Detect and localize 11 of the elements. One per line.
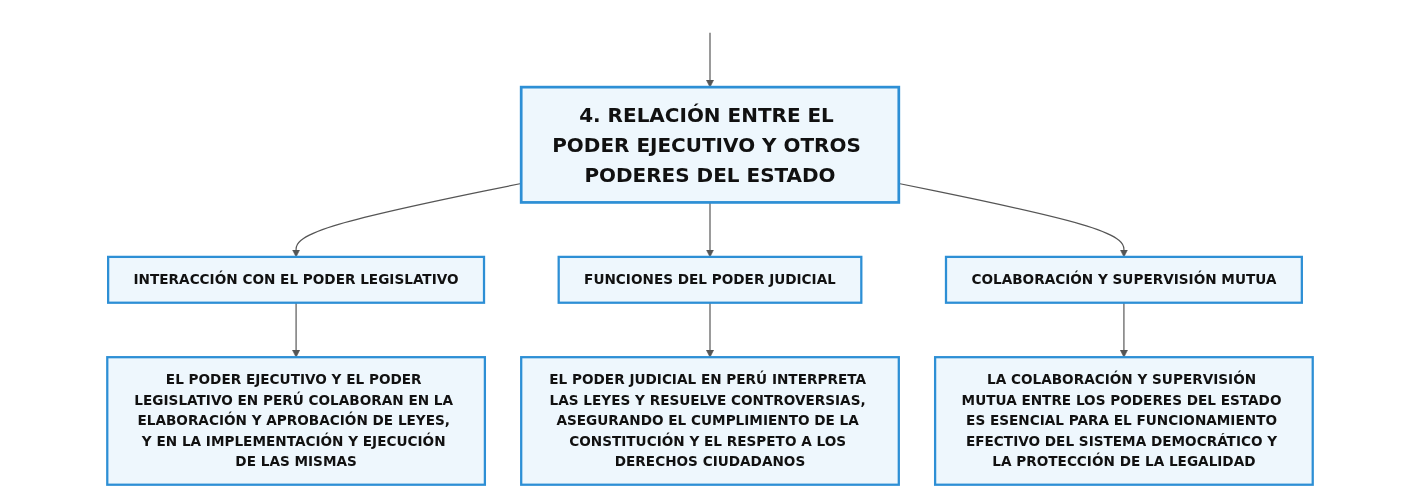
node-box: LA COLABORACIÓN Y SUPERVISIÓN MUTUA ENTRE LOS PODERES DEL ESTADO ES ESENCIAL PARA EL FUNCIONAMIENTO EFECTIVO DEL SISTEMA DEMOCRÁTICO Y LA PROTECCIÓN DE LA LEGALIDAD xyxy=(933,356,1314,486)
arrow xyxy=(291,302,300,358)
node-box: INTERACCIÓN CON EL PODER LEGISLATIVO xyxy=(106,255,485,304)
arrow xyxy=(705,302,714,358)
node-box: EL PODER JUDICIAL EN PERÚ INTERPRETA LAS LEYES Y RESUELVE CONTROVERSIAS, ASEGURANDO EL CUMPLIMIENTO DE LA CONSTITUCIÓN Y EL RESPETO A LOS DERECHOS CIUDADANOS xyxy=(519,356,900,486)
node-box: EL PODER EJECUTIVO Y EL PODER LEGISLATIVO EN PERÚ COLABORAN EN LA ELABORACIÓN Y APROBACIÓN DE LEYES, Y EN LA IMPLEMENTACIÓN Y EJECUCIÓN DE LAS MISMAS xyxy=(105,356,486,486)
node-box: COLABORACIÓN Y SUPERVISIÓN MUTUA xyxy=(944,255,1303,304)
node-box: 4. RELACIÓN ENTRE EL PODER EJECUTIVO Y OTROS PODERES DEL ESTADO xyxy=(519,85,900,204)
arrow xyxy=(705,32,714,88)
arrow xyxy=(1119,302,1128,358)
node-box: FUNCIONES DEL PODER JUDICIAL xyxy=(557,255,862,304)
